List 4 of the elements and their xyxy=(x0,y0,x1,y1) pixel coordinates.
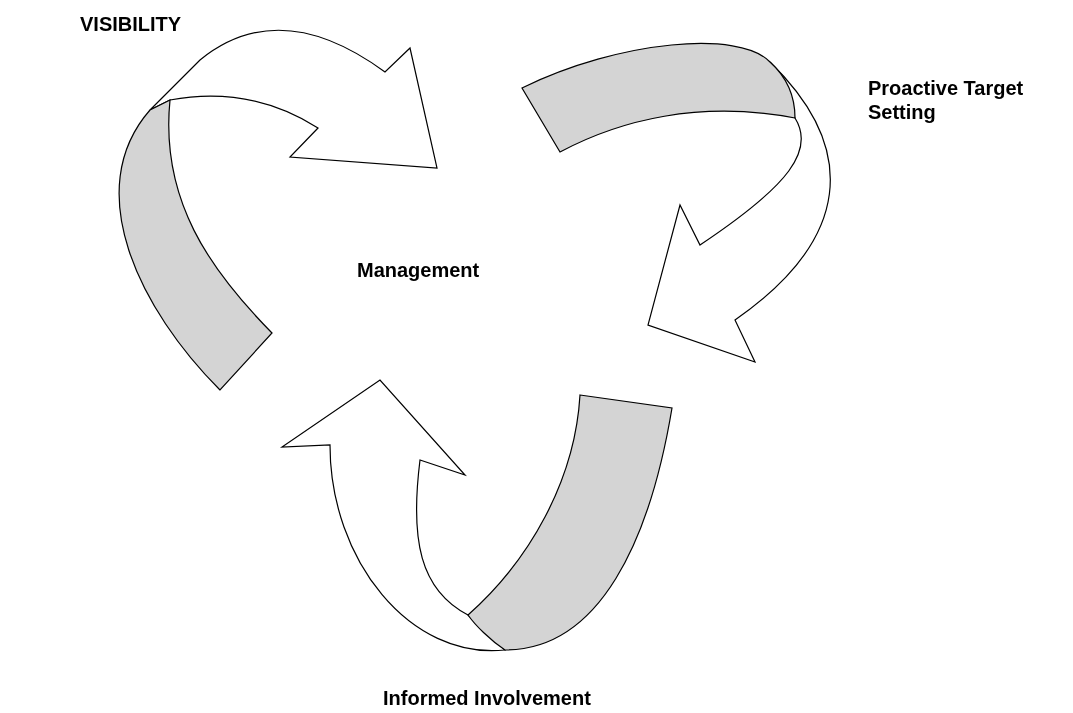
caption-text: VISIBILITY xyxy=(80,12,182,36)
caption-text: Management xyxy=(357,258,480,282)
caption-text: Informed Involvement xyxy=(383,686,591,710)
caption-text: Proactive Target Setting xyxy=(868,76,1025,124)
